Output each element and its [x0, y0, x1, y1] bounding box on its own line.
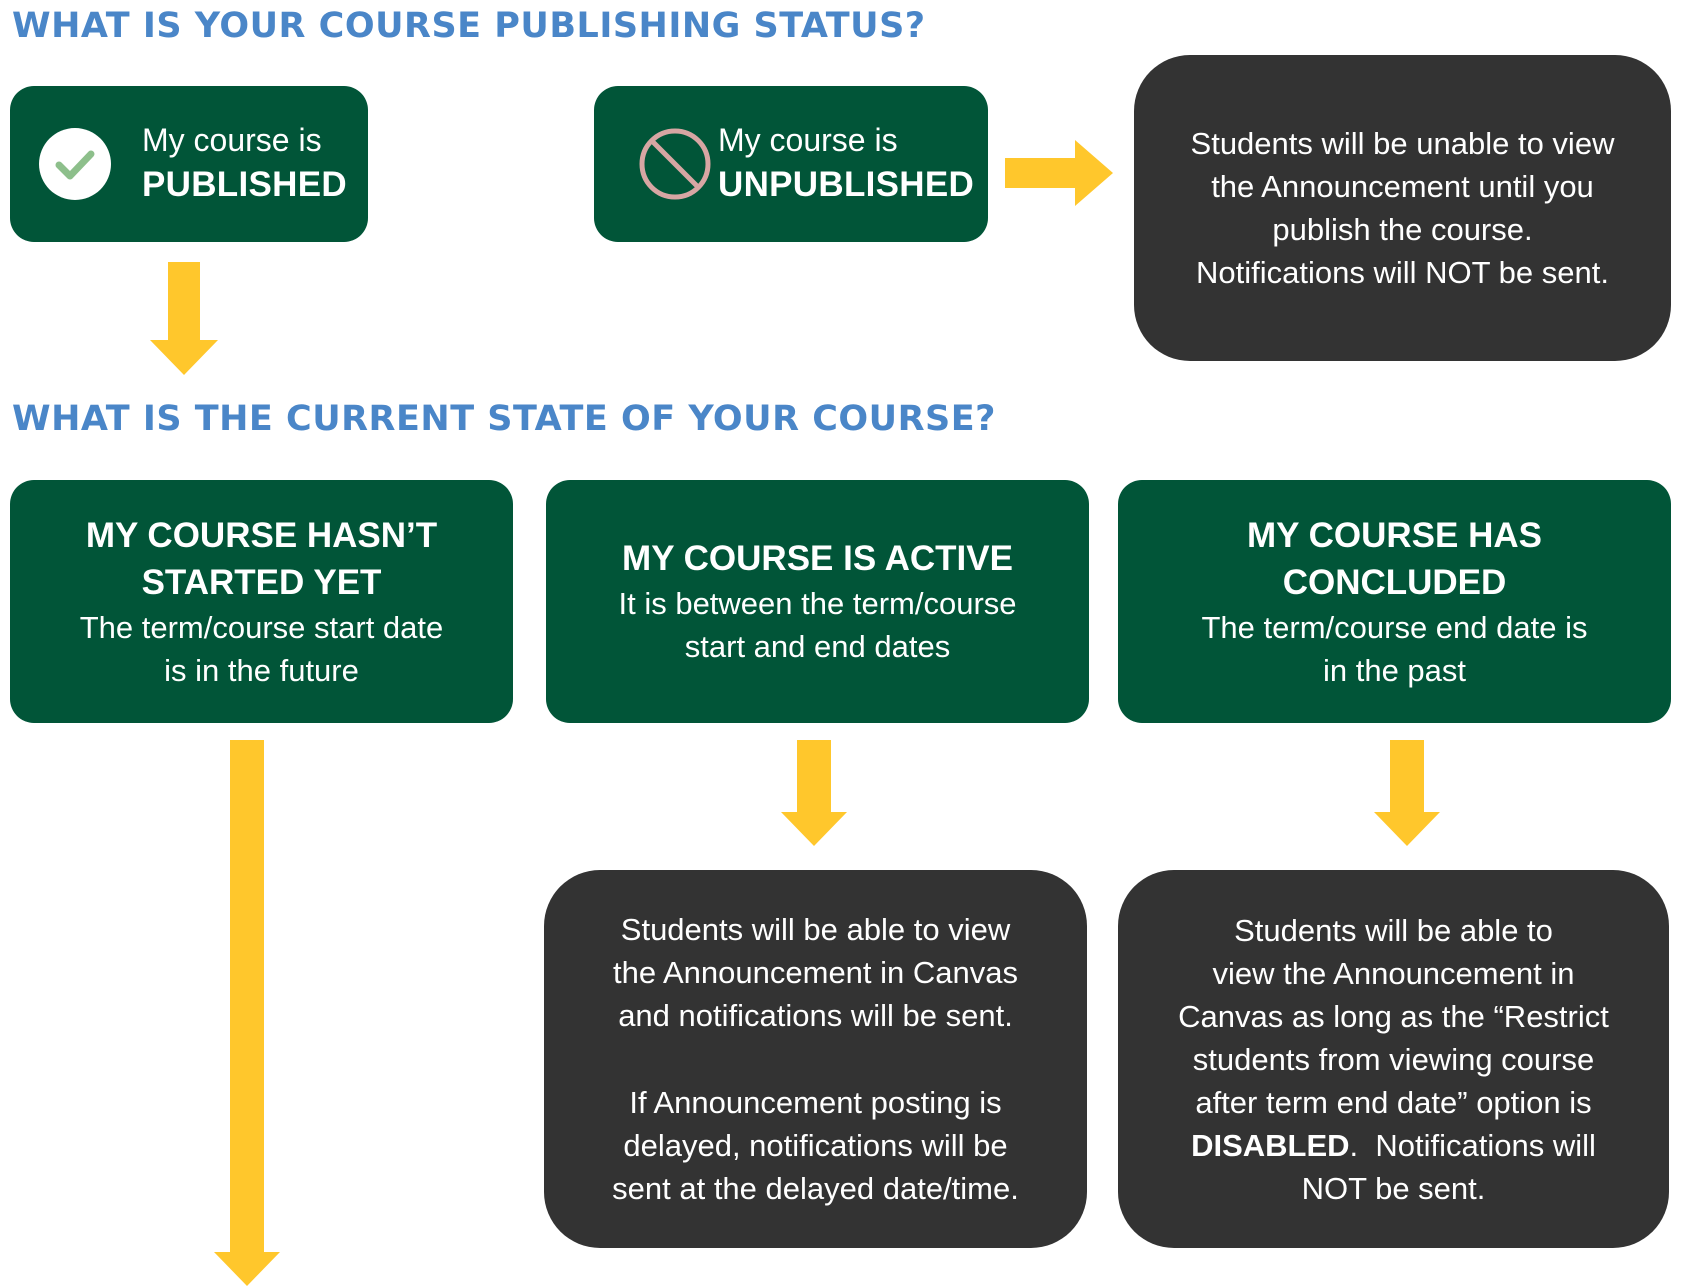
- published-line1: My course is: [142, 122, 322, 159]
- unpublished-note-line4: Notifications will NOT be sent.: [1196, 255, 1609, 290]
- state-active-box: MY COURSE IS ACTIVE It is between the te…: [546, 480, 1089, 723]
- active-note-box: Students will be able to view the Announ…: [544, 870, 1087, 1248]
- arrow-down-icon: [781, 740, 847, 846]
- arrow-right-icon: [1005, 140, 1113, 206]
- unpublished-note-line2: the Announcement until you: [1211, 169, 1594, 204]
- long-arrow-down-icon: [214, 740, 280, 1286]
- arrow-down-icon: [150, 262, 218, 375]
- concluded-desc-line2: in the past: [1322, 652, 1467, 688]
- active-note-p2-line3: sent at the delayed date/time.: [612, 1171, 1019, 1206]
- active-note-p2-line1: If Announcement posting is: [629, 1085, 1002, 1120]
- unpublished-note-box: Students will be unable to view the Anno…: [1134, 55, 1671, 361]
- prohibited-icon: [638, 127, 712, 201]
- concluded-note-line6: DISABLED. Notifications will: [1191, 1124, 1596, 1167]
- active-desc-line2: start and end dates: [684, 629, 951, 664]
- unpublished-note-line1: Students will be unable to view: [1190, 126, 1615, 161]
- active-desc-line1: It is between the term/course: [618, 586, 1017, 621]
- check-circle-icon: [38, 127, 112, 201]
- unpublished-box: My course is UNPUBLISHED: [594, 86, 988, 242]
- unpublished-label: UNPUBLISHED: [718, 165, 975, 205]
- not-started-desc-line2: is in the future: [164, 652, 359, 688]
- concluded-note-line6-rest: . Notifications will: [1349, 1127, 1596, 1163]
- concluded-note-line4: students from viewing course: [1192, 1041, 1595, 1077]
- concluded-title-line2: CONCLUDED: [1282, 562, 1507, 602]
- current-state-heading: WHAT IS THE CURRENT STATE OF YOUR COURSE…: [12, 399, 996, 439]
- concluded-note-line5: after term end date” option is: [1195, 1084, 1592, 1120]
- active-note-p1-line1: Students will be able to view: [620, 912, 1011, 947]
- disabled-emphasis: DISABLED: [1191, 1127, 1350, 1163]
- concluded-note-line3: Canvas as long as the “Restrict: [1178, 998, 1609, 1034]
- concluded-note-line1: Students will be able to: [1234, 912, 1553, 948]
- concluded-note-line2: view the Announcement in: [1212, 955, 1575, 991]
- not-started-desc-line1: The term/course start date: [79, 609, 444, 645]
- state-concluded-box: MY COURSE HAS CONCLUDED The term/course …: [1118, 480, 1671, 723]
- arrow-down-icon: [1374, 740, 1440, 846]
- concluded-note-line7: NOT be sent.: [1301, 1170, 1486, 1206]
- not-started-title-line1: MY COURSE HASN’T: [85, 515, 438, 555]
- concluded-title-line1: MY COURSE HAS: [1247, 515, 1542, 555]
- unpublished-line1: My course is: [718, 122, 898, 159]
- active-note-p1-line3: and notifications will be sent.: [618, 998, 1013, 1033]
- active-note-p2-line2: delayed, notifications will be: [623, 1128, 1008, 1163]
- concluded-note-box: Students will be able to view the Announ…: [1118, 870, 1669, 1248]
- state-not-started-box: MY COURSE HASN’T STARTED YET The term/co…: [10, 480, 513, 723]
- not-started-title-line2: STARTED YET: [141, 562, 382, 602]
- unpublished-note-line3: publish the course.: [1272, 212, 1533, 247]
- active-note-p1-line2: the Announcement in Canvas: [613, 955, 1018, 990]
- active-title: MY COURSE IS ACTIVE: [622, 539, 1013, 578]
- concluded-desc-line1: The term/course end date is: [1201, 609, 1588, 645]
- publishing-status-heading: WHAT IS YOUR COURSE PUBLISHING STATUS?: [12, 6, 926, 46]
- published-label: PUBLISHED: [142, 165, 347, 205]
- published-box: My course is PUBLISHED: [10, 86, 368, 242]
